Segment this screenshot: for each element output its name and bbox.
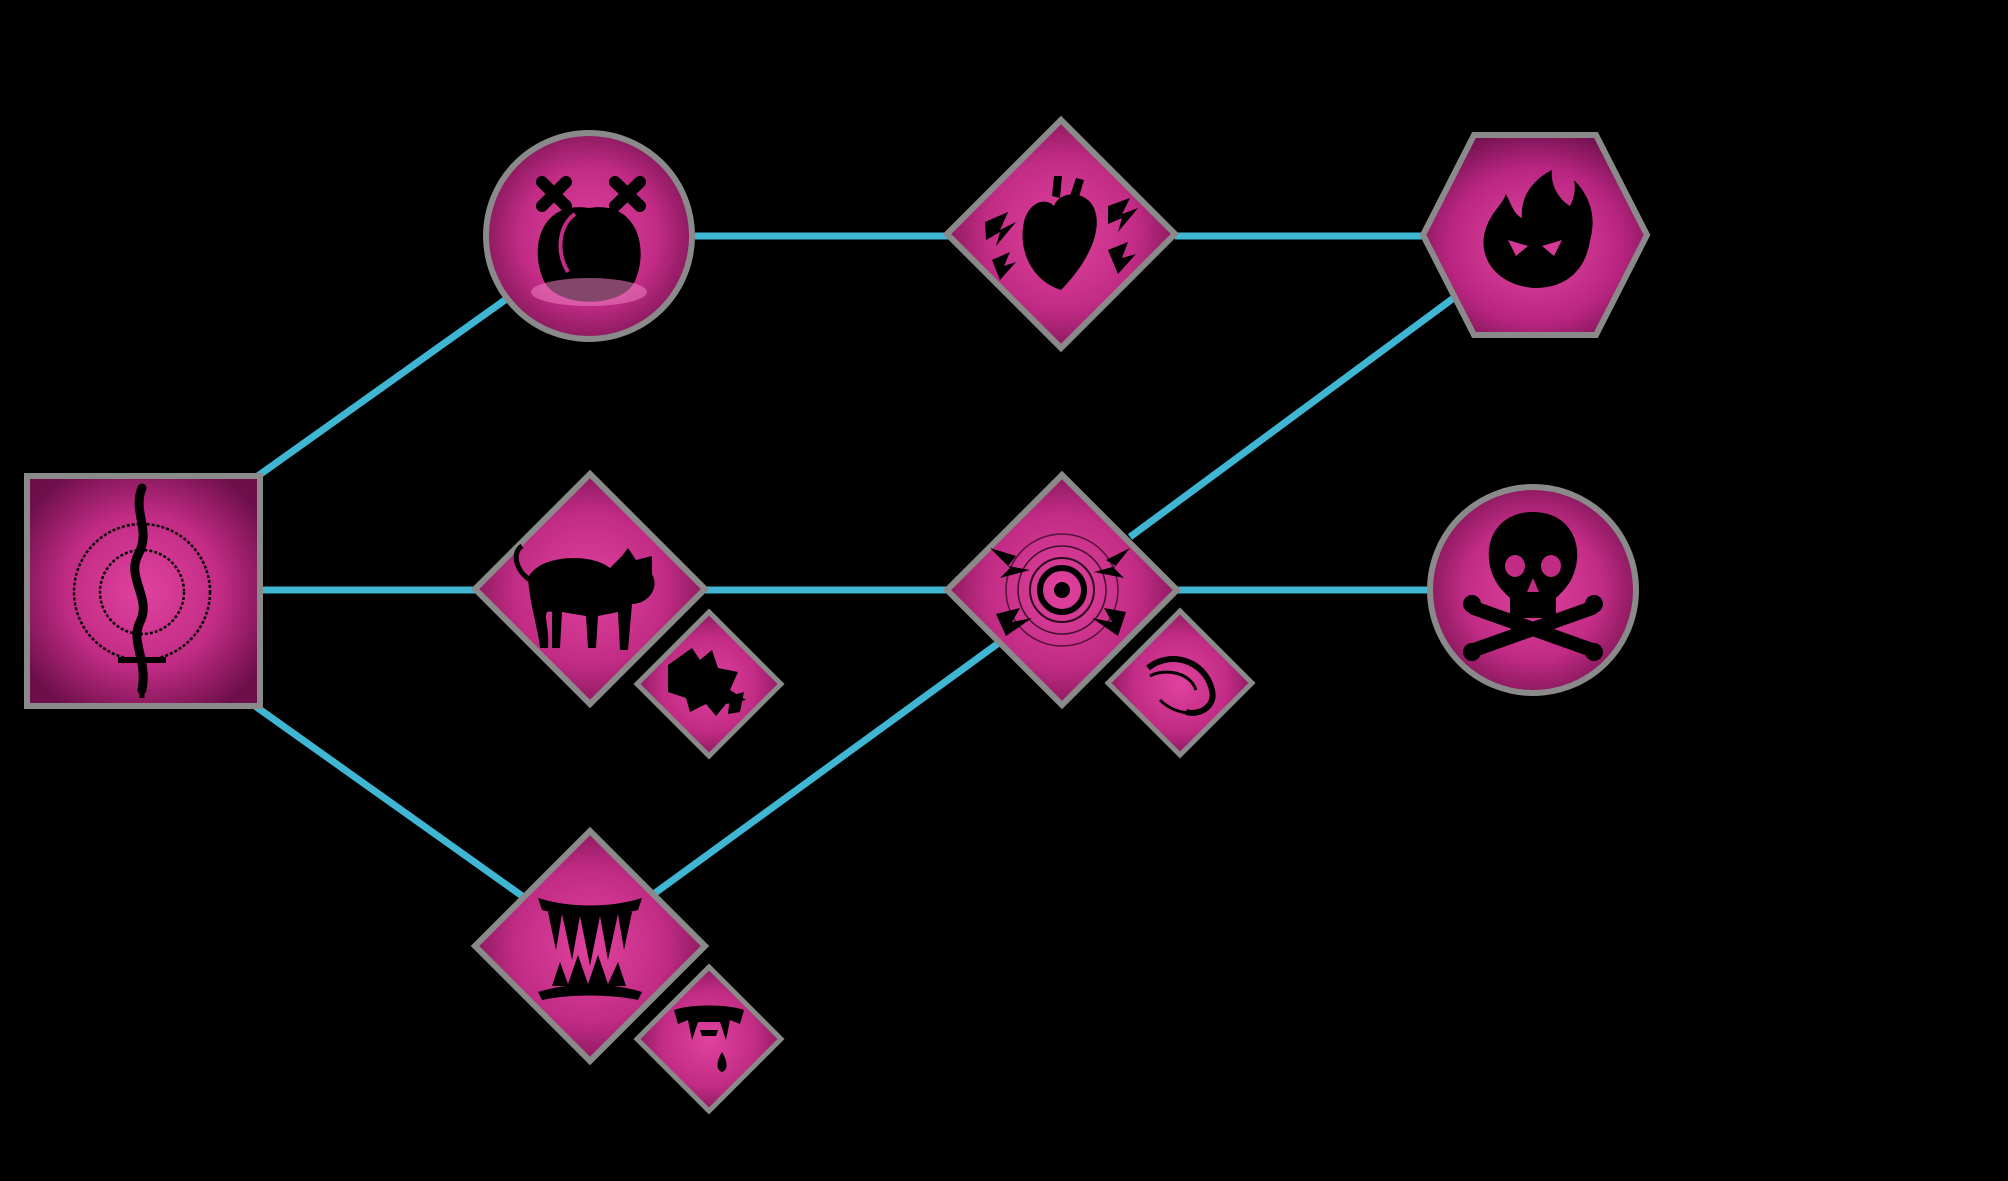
skill-node-root[interactable] <box>27 476 260 706</box>
connector-tier2-mid-to-tier3-top <box>1130 297 1455 537</box>
skill-node-tier3-top[interactable] <box>1423 135 1647 335</box>
skill-node-tier3-mid[interactable] <box>1430 487 1636 693</box>
connector-root-to-tier1-top <box>255 300 505 478</box>
skill-node-tier2-top[interactable] <box>947 120 1175 348</box>
skill-node-tier1-top[interactable] <box>486 133 692 339</box>
connectors <box>255 236 1455 898</box>
connector-root-to-tier1-bot <box>255 706 525 898</box>
